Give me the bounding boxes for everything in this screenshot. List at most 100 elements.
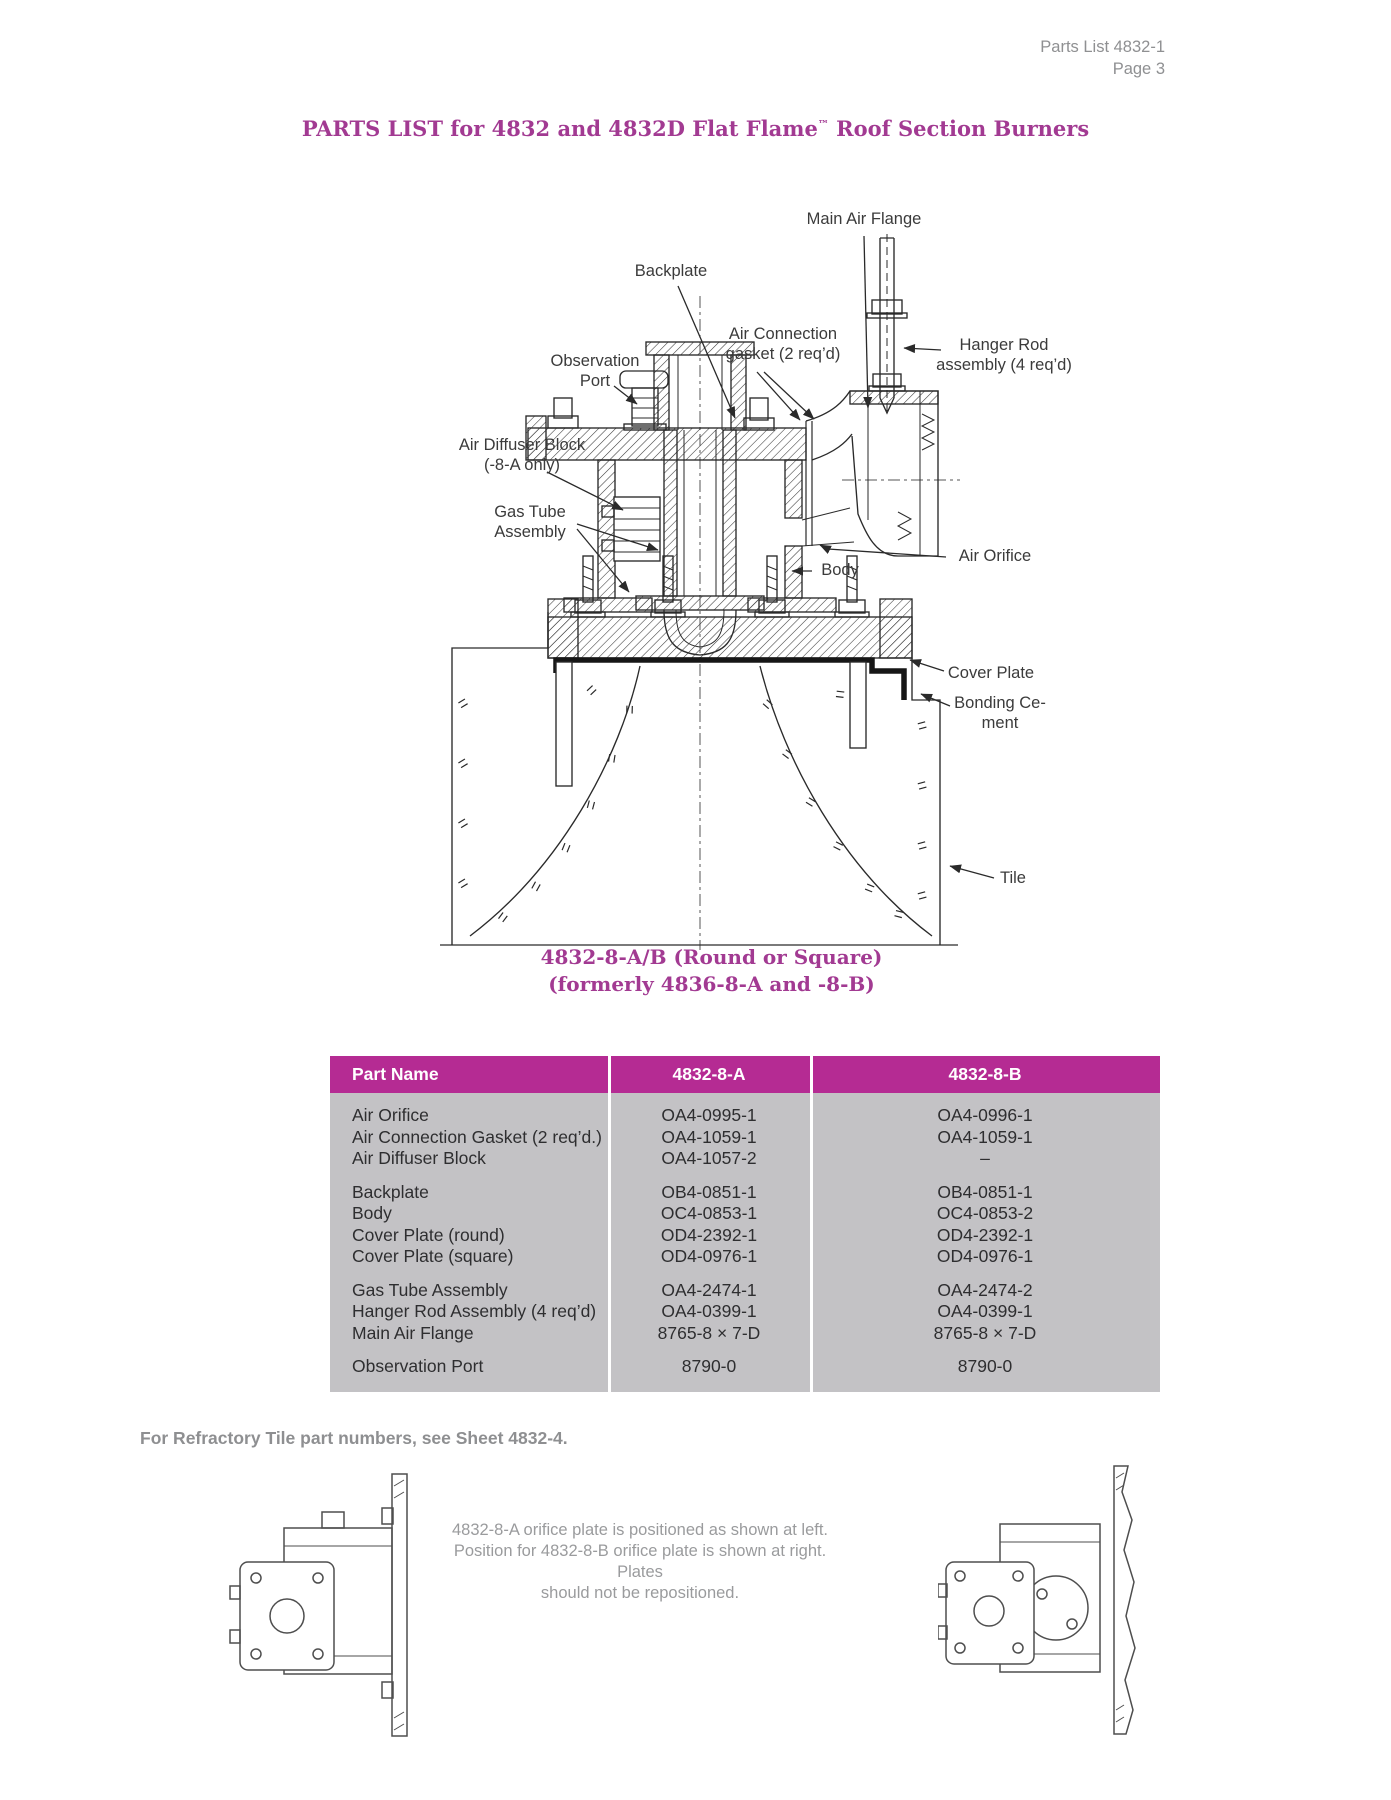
- cell-part-number-a: OB4-0851-1: [661, 1181, 757, 1202]
- cell-part-number-b: OC4-0853-2: [936, 1203, 1034, 1223]
- label-gas-tube-assembly: Gas Tube Assembly: [494, 503, 566, 541]
- burner-drawing: [440, 234, 995, 950]
- orifice-plate-diagram-left: [229, 1473, 408, 1737]
- label-hanger-rod: Hanger Rod assembly (4 req’d): [936, 336, 1072, 374]
- page-number: Page 3: [1112, 60, 1165, 78]
- column-divider: [608, 1056, 611, 1093]
- cell-part-name: Air Orifice: [352, 1105, 429, 1125]
- column-header-4832-8-b: 4832-8-B: [948, 1064, 1022, 1084]
- cell-part-number-a: OD4-0976-1: [660, 1246, 758, 1266]
- leader-bonding-cement: [920, 693, 951, 707]
- cell-part-name: Gas Tube Assembly: [352, 1279, 508, 1300]
- column-divider: [810, 1093, 813, 1392]
- table-row: Backplate OB4-0851-1 OB4-0851-1: [330, 1182, 1160, 1204]
- cell-part-number-a: OD4-2392-1: [660, 1224, 758, 1245]
- leader-main-air-flange: [863, 235, 873, 409]
- leader-air-diffuser: [546, 471, 624, 511]
- column-header-part-name: Part Name: [352, 1064, 439, 1084]
- refractory-tile-note: For Refractory Tile part numbers, see Sh…: [140, 1428, 568, 1448]
- table-row: Air Orifice OA4-0995-1 OA4-0996-1: [330, 1105, 1160, 1127]
- cell-part-number-b: OB4-0851-1: [937, 1181, 1033, 1202]
- label-bonding-cement: Bonding Ce- ment: [954, 694, 1046, 732]
- table-group: Observation Port 8790-0 8790-0: [330, 1356, 1160, 1378]
- trademark-symbol: ™: [817, 118, 829, 131]
- leader-air-orifice: [819, 544, 947, 558]
- orifice-plate-diagram-right: [938, 1465, 1136, 1735]
- cell-part-name: Cover Plate (square): [352, 1246, 514, 1266]
- document-reference: Parts List 4832-1: [1040, 38, 1165, 56]
- cell-part-number-b: –: [980, 1148, 990, 1168]
- title-rest: Roof Section Burners: [828, 116, 1090, 141]
- leader-lines: [546, 235, 995, 879]
- cell-part-name: Body: [352, 1203, 392, 1223]
- cell-part-number-a: OA4-0995-1: [661, 1105, 757, 1125]
- cell-part-number-a: OC4-0853-1: [660, 1203, 758, 1223]
- cell-part-number-b: 8765-8 × 7-D: [933, 1322, 1037, 1343]
- cell-part-name: Main Air Flange: [352, 1322, 474, 1343]
- label-tile: Tile: [1000, 869, 1026, 887]
- leader-cover-plate: [909, 659, 945, 672]
- cell-part-number-b: OD4-0976-1: [936, 1246, 1034, 1266]
- orifice-plate-caption: 4832-8-A orifice plate is positioned as …: [451, 1521, 829, 1602]
- table-row: Air Diffuser Block OA4-1057-2 –: [330, 1148, 1160, 1170]
- leader-observation-port: [613, 385, 638, 405]
- cell-part-name: Hanger Rod Assembly (4 req’d): [352, 1301, 597, 1321]
- subtitle-line1: 4832-8-A/B (Round or Square): [540, 945, 883, 969]
- leader-gasket-2: [763, 371, 815, 420]
- leader-tile: [949, 864, 995, 879]
- cell-part-number-b: OA4-2474-2: [937, 1279, 1033, 1300]
- table-row: Air Connection Gasket (2 req’d.) OA4-105…: [330, 1127, 1160, 1149]
- table-row: Main Air Flange 8765-8 × 7-D 8765-8 × 7-…: [330, 1323, 1160, 1345]
- leader-backplate: [677, 285, 736, 419]
- label-backplate: Backplate: [634, 262, 708, 280]
- label-observation-port: Observation Port: [550, 352, 640, 390]
- cell-part-name: Observation Port: [352, 1356, 484, 1376]
- table-row: Cover Plate (square) OD4-0976-1 OD4-0976…: [330, 1246, 1160, 1268]
- cell-part-number-a: OA4-1057-2: [661, 1148, 757, 1168]
- cell-part-number-a: 8790-0: [681, 1356, 737, 1376]
- cell-part-name: Cover Plate (round): [352, 1224, 505, 1245]
- page-title: PARTS LIST for 4832 and 4832D Flat Flame…: [0, 116, 1391, 141]
- cell-part-number-a: OA4-1059-1: [661, 1126, 757, 1147]
- table-group: Air Orifice OA4-0995-1 OA4-0996-1 Air Co…: [330, 1105, 1160, 1170]
- leader-gas-tube-1: [576, 523, 659, 551]
- column-divider: [810, 1056, 813, 1093]
- label-air-diffuser-block: Air Diffuser Block (-8-A only): [458, 436, 586, 474]
- label-main-air-flange: Main Air Flange: [806, 210, 922, 228]
- label-cover-plate: Cover Plate: [947, 664, 1035, 682]
- cell-part-number-b: OA4-0996-1: [937, 1105, 1033, 1125]
- cell-part-number-b: OA4-0399-1: [937, 1301, 1033, 1321]
- label-air-orifice: Air Orifice: [958, 547, 1032, 565]
- cell-part-number-b: 8790-0: [957, 1356, 1013, 1376]
- cell-part-number-b: OA4-1059-1: [937, 1126, 1033, 1147]
- table-group: Gas Tube Assembly OA4-2474-1 OA4-2474-2 …: [330, 1280, 1160, 1345]
- burner-cross-section-diagram: Main Air Flange Backplate Air Connection…: [440, 210, 1072, 950]
- subtitle-line2: (formerly 4836-8-A and -8-B): [548, 972, 875, 996]
- table-row: Gas Tube Assembly OA4-2474-1 OA4-2474-2: [330, 1280, 1160, 1302]
- burner-body-parts: [440, 234, 958, 946]
- parts-table: Part Name 4832-8-A 4832-8-B Air Orifice …: [330, 1056, 1160, 1392]
- column-header-4832-8-a: 4832-8-A: [672, 1064, 746, 1084]
- column-divider: [608, 1093, 611, 1392]
- label-air-connection-gasket: Air Connection gasket (2 req’d): [725, 325, 841, 363]
- title-main: PARTS LIST for 4832 and 4832D Flat Flame: [301, 116, 818, 141]
- table-body: Air Orifice OA4-0995-1 OA4-0996-1 Air Co…: [330, 1093, 1160, 1392]
- cell-part-number-b: OD4-2392-1: [936, 1224, 1034, 1245]
- table-row: Cover Plate (round) OD4-2392-1 OD4-2392-…: [330, 1225, 1160, 1247]
- table-row: Observation Port 8790-0 8790-0: [330, 1356, 1160, 1378]
- cell-part-name: Backplate: [352, 1181, 429, 1202]
- cell-part-name: Air Connection Gasket (2 req’d.): [352, 1126, 602, 1147]
- figure-subtitle: 4832-8-A/B (Round or Square) (formerly 4…: [16, 944, 1391, 998]
- page-header: Parts List 4832-1 Page 3: [1040, 36, 1165, 80]
- leader-gasket-1: [756, 371, 801, 421]
- cell-part-number-a: OA4-2474-1: [661, 1279, 757, 1300]
- table-row: Body OC4-0853-1 OC4-0853-2: [330, 1203, 1160, 1225]
- cell-part-number-a: OA4-0399-1: [661, 1301, 757, 1321]
- leader-hanger-rod: [903, 344, 942, 354]
- table-row: Hanger Rod Assembly (4 req’d) OA4-0399-1…: [330, 1301, 1160, 1323]
- cell-part-name: Air Diffuser Block: [352, 1148, 486, 1168]
- table-group: Backplate OB4-0851-1 OB4-0851-1 Body OC4…: [330, 1182, 1160, 1268]
- table-header-row: Part Name 4832-8-A 4832-8-B: [330, 1056, 1160, 1093]
- cell-part-number-a: 8765-8 × 7-D: [657, 1322, 761, 1343]
